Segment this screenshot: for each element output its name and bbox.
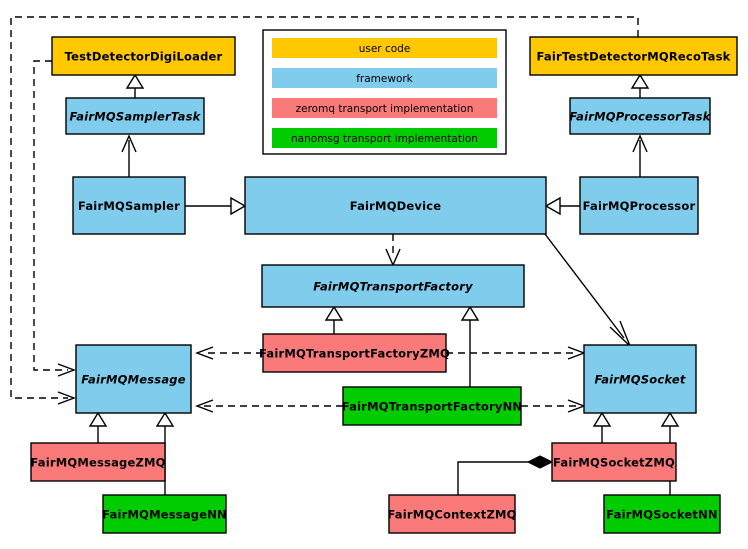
legend-swatch bbox=[272, 68, 497, 88]
class-node-box bbox=[583, 344, 697, 414]
legend-swatch bbox=[272, 128, 497, 148]
legend-swatch bbox=[272, 38, 497, 58]
edge-transportfactoryzmq-to-transportfactory bbox=[324, 305, 344, 334]
legend-entries: user code framework zeromq transport imple… bbox=[272, 38, 497, 148]
class-node-box bbox=[342, 386, 522, 426]
class-node-label: FairMQTransportFactoryNN bbox=[342, 400, 523, 414]
edge-socketzmq-to-socket bbox=[592, 411, 612, 443]
class-node-FairMQSamplerTask[interactable]: FairMQSamplerTask bbox=[65, 97, 205, 135]
legend-label: framework bbox=[356, 73, 413, 85]
class-node-label: FairMQMessageNN bbox=[102, 508, 227, 522]
class-node-box bbox=[102, 494, 227, 534]
class-node-FairMQDevice[interactable]: FairMQDevice bbox=[244, 176, 547, 235]
class-node-box bbox=[569, 97, 711, 135]
legend-label: nanomsg transport implementation bbox=[291, 133, 478, 145]
class-node-FairMQMessageZMQ[interactable]: FairMQMessageZMQ bbox=[30, 442, 166, 482]
class-node-box bbox=[262, 333, 447, 373]
legend-panel: user code framework zeromq transport imple… bbox=[262, 29, 507, 155]
class-node-label: FairMQContextZMQ bbox=[387, 508, 516, 522]
class-node-FairMQTransportFactoryZMQ[interactable]: FairMQTransportFactoryZMQ bbox=[259, 333, 450, 373]
class-node-label: FairMQTransportFactoryZMQ bbox=[259, 347, 450, 361]
class-node-box bbox=[529, 36, 738, 76]
class-node-box bbox=[65, 97, 205, 135]
class-node-label: FairMQSocketNN bbox=[606, 508, 717, 522]
class-node-label: FairMQProcessorTask bbox=[569, 110, 711, 124]
class-node-label: FairMQSocketZMQ bbox=[553, 456, 675, 470]
legend-entry-3: nanomsg transport implementation bbox=[272, 128, 497, 148]
edge-recotask-to-message bbox=[10, 16, 639, 405]
class-node-label: FairMQDevice bbox=[350, 199, 442, 213]
legend-entry-0: user code bbox=[272, 38, 497, 58]
class-node-FairMQSocket[interactable]: FairMQSocket bbox=[583, 344, 697, 414]
class-node-box bbox=[51, 36, 236, 76]
edge-transportfactorynn-to-message bbox=[195, 399, 343, 413]
class-node-box bbox=[579, 176, 699, 235]
edge-processor-to-device bbox=[544, 196, 580, 216]
class-node-label: FairMQSamplerTask bbox=[70, 110, 202, 124]
edge-transportfactoryzmq-to-message bbox=[195, 346, 263, 360]
class-node-FairMQMessageNN[interactable]: FairMQMessageNN bbox=[102, 494, 227, 534]
class-node-label: FairMQTransportFactory bbox=[313, 280, 473, 294]
class-node-FairMQSocketZMQ[interactable]: FairMQSocketZMQ bbox=[551, 442, 677, 482]
class-node-FairMQTransportFactoryNN[interactable]: FairMQTransportFactoryNN bbox=[342, 386, 523, 426]
class-node-label: FairMQMessage bbox=[81, 373, 185, 387]
class-node-box bbox=[388, 494, 516, 534]
edge-sampler-to-samplertask bbox=[121, 134, 137, 177]
class-node-box bbox=[75, 344, 192, 414]
edge-digiloader-to-message bbox=[33, 60, 76, 377]
edge-samplertask-to-digiloader bbox=[125, 73, 145, 98]
class-node-label: FairMQProcessor bbox=[583, 199, 696, 213]
class-node-box bbox=[72, 176, 186, 235]
edge-processortask-to-recotask bbox=[630, 73, 650, 98]
class-node-label: FairMQSampler bbox=[78, 199, 180, 213]
class-node-box bbox=[261, 264, 525, 308]
class-node-FairMQSampler[interactable]: FairMQSampler bbox=[72, 176, 186, 235]
edge-sampler-to-device bbox=[185, 196, 247, 216]
class-node-FairMQProcessorTask[interactable]: FairMQProcessorTask bbox=[569, 97, 712, 135]
class-node-FairMQSocketNN[interactable]: FairMQSocketNN bbox=[603, 494, 721, 534]
class-node-box bbox=[551, 442, 677, 482]
class-node-FairMQProcessor[interactable]: FairMQProcessor bbox=[579, 176, 699, 235]
class-node-FairTestDetectorMQRecoTask[interactable]: FairTestDetectorMQRecoTask bbox=[529, 36, 738, 76]
class-node-FairMQContextZMQ[interactable]: FairMQContextZMQ bbox=[387, 494, 516, 534]
edge-messagezmq-to-message bbox=[88, 411, 108, 443]
class-node-box bbox=[603, 494, 721, 534]
class-node-label: FairMQSocket bbox=[594, 373, 685, 387]
nodes-group: TestDetectorDigiLoader FairTestDetectorMQ… bbox=[30, 36, 738, 534]
legend-label: zeromq transport implementation bbox=[296, 103, 474, 115]
legend-swatch bbox=[272, 98, 497, 118]
edge-processor-to-processortask bbox=[632, 134, 648, 177]
class-node-box bbox=[244, 176, 547, 235]
class-node-TestDetectorDigiLoader[interactable]: TestDetectorDigiLoader bbox=[51, 36, 236, 76]
class-node-box bbox=[30, 442, 166, 482]
legend-entry-2: zeromq transport implementation bbox=[272, 98, 497, 118]
class-node-label: TestDetectorDigiLoader bbox=[65, 50, 223, 64]
class-node-label: FairTestDetectorMQRecoTask bbox=[537, 50, 731, 64]
class-node-FairMQTransportFactory[interactable]: FairMQTransportFactory bbox=[261, 264, 525, 308]
legend-label: user code bbox=[359, 43, 411, 55]
class-node-label: FairMQMessageZMQ bbox=[30, 456, 165, 470]
class-node-FairMQMessage[interactable]: FairMQMessage bbox=[75, 344, 192, 414]
legend-entry-1: framework bbox=[272, 68, 497, 88]
